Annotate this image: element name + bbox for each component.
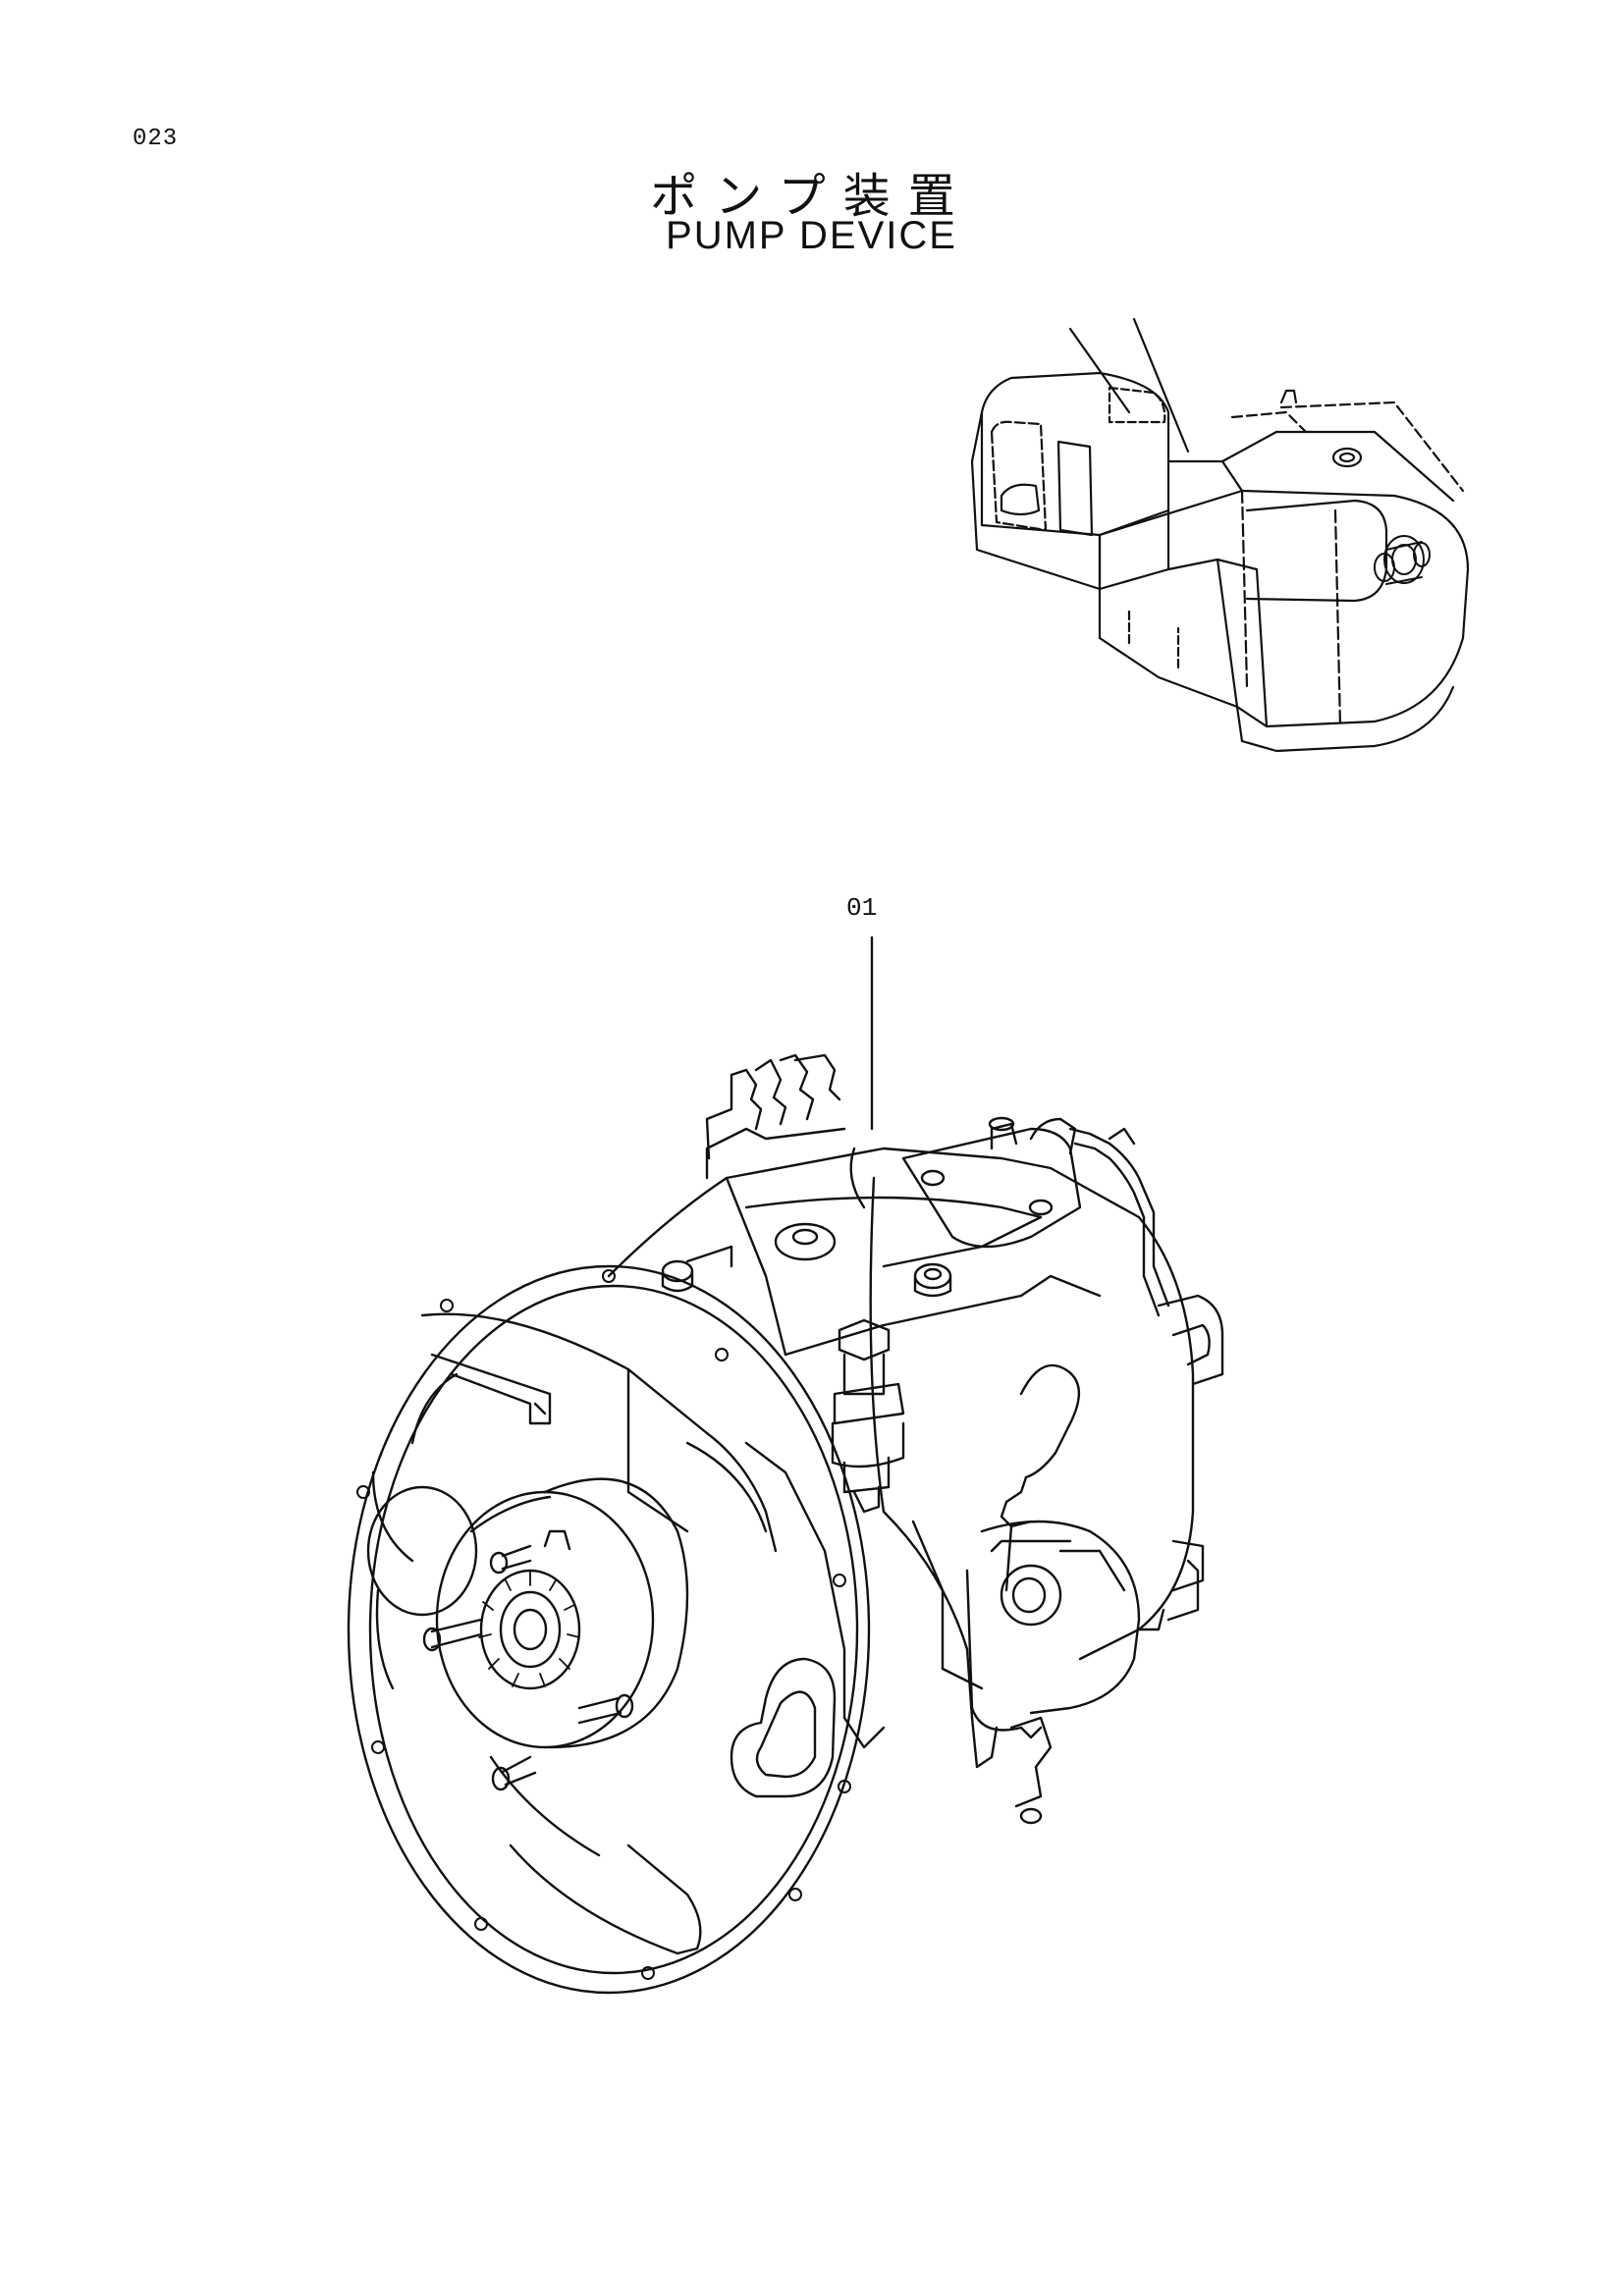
page-title-english: PUMP DEVICE <box>666 214 957 257</box>
callout-label-01: 01 <box>846 893 878 923</box>
page-number: 023 <box>133 126 179 152</box>
page-title-japanese: ポンプ装置 <box>650 169 973 224</box>
